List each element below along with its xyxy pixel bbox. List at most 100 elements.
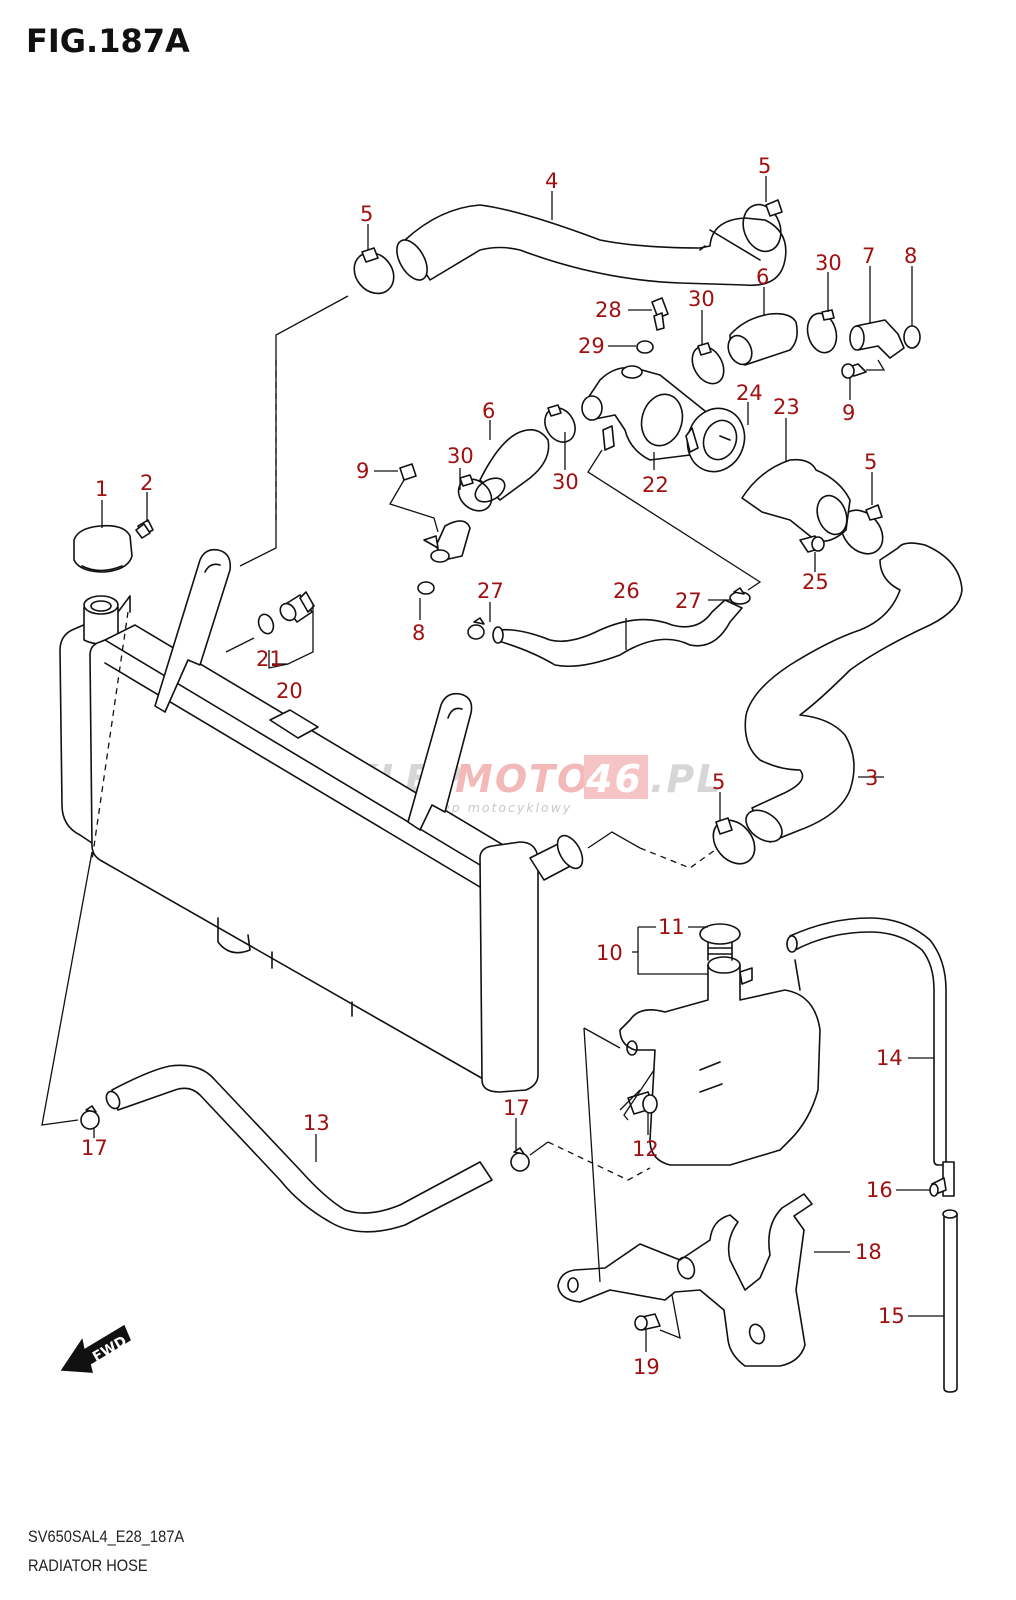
leader-line <box>587 831 641 849</box>
part-sensor-28 <box>651 297 669 331</box>
leader-line <box>587 449 762 591</box>
part-radiator-cap <box>73 524 133 573</box>
leader-line <box>639 847 716 869</box>
part-hose-14 <box>786 917 947 1166</box>
part-lower-hose-3 <box>744 542 963 843</box>
label-part-26[interactable]: 26 <box>613 579 640 603</box>
label-part-28[interactable]: 28 <box>595 298 622 322</box>
leader-line <box>268 650 289 669</box>
part-clamp-27-a <box>467 617 485 640</box>
part-clamp-5-c <box>840 504 884 555</box>
part-bolt-9-a <box>841 363 867 379</box>
watermark-pl: .PL <box>650 757 723 801</box>
part-bolt-19 <box>634 1313 661 1331</box>
label-part-22[interactable]: 22 <box>642 473 669 497</box>
label-part-24[interactable]: 24 <box>736 381 763 405</box>
watermark-moto: MOTO <box>455 757 591 801</box>
part-clamp-17-b <box>510 1147 530 1172</box>
part-inlet-pipe <box>423 520 471 563</box>
part-bolt-2 <box>135 519 154 539</box>
label-part-4[interactable]: 4 <box>545 169 558 193</box>
label-part-7[interactable]: 7 <box>862 244 875 268</box>
leader-line <box>389 479 439 533</box>
label-part-17-b[interactable]: 17 <box>503 1096 530 1120</box>
part-clamp-30-d <box>457 474 493 512</box>
part-clamp-30-a <box>806 309 838 354</box>
part-clamp-5-d <box>712 817 756 865</box>
label-part-12[interactable]: 12 <box>632 1137 659 1161</box>
label-part-3[interactable]: 3 <box>865 766 878 790</box>
label-part-1[interactable]: 1 <box>95 477 108 501</box>
label-part-9-a[interactable]: 9 <box>842 401 855 425</box>
leader-line <box>623 1069 655 1121</box>
figure-name: RADIATOR HOSE <box>28 1556 148 1575</box>
label-part-27-a[interactable]: 27 <box>477 579 504 603</box>
label-part-6-a[interactable]: 6 <box>756 265 769 289</box>
leader-line <box>41 851 93 1126</box>
label-part-29[interactable]: 29 <box>578 334 605 358</box>
label-part-18[interactable]: 18 <box>855 1240 882 1264</box>
label-part-27-b[interactable]: 27 <box>675 589 702 613</box>
leader-line <box>547 1141 651 1181</box>
leader-line <box>272 604 314 665</box>
label-part-20[interactable]: 20 <box>276 679 303 703</box>
part-clamp-30-b <box>691 342 725 385</box>
part-sensor-20 <box>279 591 315 623</box>
part-clamp-27-b <box>729 587 751 605</box>
leader-line <box>583 1027 601 1283</box>
part-hose-15 <box>942 1209 958 1393</box>
label-part-2[interactable]: 2 <box>140 471 153 495</box>
label-part-25[interactable]: 25 <box>802 570 829 594</box>
part-clamp-17-a <box>80 1105 100 1130</box>
watermark-46: 46 <box>585 757 643 801</box>
label-part-19[interactable]: 19 <box>633 1355 660 1379</box>
part-hose-26 <box>492 599 743 668</box>
label-part-8-a[interactable]: 8 <box>904 244 917 268</box>
part-oring-21 <box>257 613 275 635</box>
label-part-5-b[interactable]: 5 <box>758 154 771 178</box>
part-washer-29 <box>636 340 654 354</box>
leader-line <box>225 637 255 653</box>
part-thermostat-24 <box>685 407 746 473</box>
label-part-15[interactable]: 15 <box>878 1304 905 1328</box>
label-part-30-b[interactable]: 30 <box>688 287 715 311</box>
part-thermostat-cover-23 <box>741 458 851 543</box>
part-bracket-18 <box>557 1193 813 1367</box>
part-thermostat-housing-22 <box>581 365 711 461</box>
part-oring-8-b <box>417 581 435 595</box>
label-part-16[interactable]: 16 <box>866 1178 893 1202</box>
label-part-17-a[interactable]: 17 <box>81 1136 108 1160</box>
leader-line <box>619 1089 641 1111</box>
label-part-30-a[interactable]: 30 <box>815 251 842 275</box>
label-part-10[interactable]: 10 <box>596 941 623 965</box>
leader-line <box>239 295 349 567</box>
label-part-8-b[interactable]: 8 <box>412 621 425 645</box>
label-part-14[interactable]: 14 <box>876 1046 903 1070</box>
label-part-21[interactable]: 21 <box>256 647 283 671</box>
part-joint-16 <box>929 1161 955 1197</box>
label-part-23[interactable]: 23 <box>773 395 800 419</box>
label-part-5-c[interactable]: 5 <box>864 450 877 474</box>
part-labels: 1 2 3 4 5 5 5 5 6 6 7 8 8 9 9 10 11 12 1… <box>81 154 917 1379</box>
label-part-30-c[interactable]: 30 <box>552 470 579 494</box>
leader-line <box>529 1141 549 1156</box>
label-part-5-a[interactable]: 5 <box>360 202 373 226</box>
label-part-5-d[interactable]: 5 <box>712 770 725 794</box>
part-oring-8-a <box>903 325 921 349</box>
part-union-7 <box>849 319 905 359</box>
label-part-6-b[interactable]: 6 <box>482 399 495 423</box>
part-hose-13 <box>105 1064 493 1233</box>
part-hose-6-b <box>474 429 550 503</box>
part-hose-6-a <box>727 312 798 366</box>
part-cap-11 <box>699 923 741 961</box>
part-clamp-30-c <box>544 404 576 443</box>
label-part-11[interactable]: 11 <box>658 915 685 939</box>
label-leaders <box>93 176 944 1352</box>
label-part-13[interactable]: 13 <box>303 1111 330 1135</box>
part-bolt-9-b <box>399 463 417 481</box>
label-part-30-d[interactable]: 30 <box>447 444 474 468</box>
leader-line <box>866 359 886 371</box>
part-upper-hose-4 <box>396 204 787 287</box>
label-part-9-b[interactable]: 9 <box>356 459 369 483</box>
